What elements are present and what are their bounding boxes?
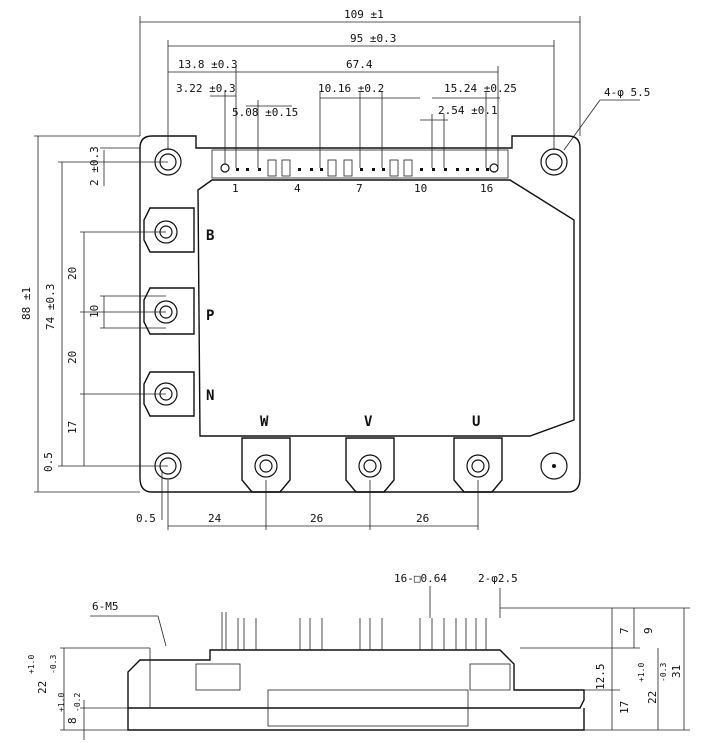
label-b: B [206, 228, 214, 244]
side-pins [221, 612, 487, 650]
label-w: W [260, 414, 269, 430]
pin-number-4: 4 [294, 182, 301, 195]
terminal-v [345, 437, 395, 493]
dim-pin1-offset: 3.22 ±0.3 [176, 82, 236, 95]
dim-pins-small: 2-φ2.5 [478, 572, 518, 585]
dim-bottom-26-b: 26 [416, 512, 429, 525]
terminal-b [143, 207, 195, 253]
control-pins [236, 168, 489, 171]
header-slot [267, 159, 277, 177]
dim-hole-pitch-vertical: 74 ±0.3 [44, 284, 57, 330]
dim-bottom-26-a: 26 [310, 512, 323, 525]
header-slot [327, 159, 337, 177]
pin-number-10: 10 [414, 182, 427, 195]
top-dimension-lines [139, 16, 640, 168]
dim-hole-to-pin1: 13.8 ±0.3 [178, 58, 238, 71]
dim-left-8: 8 [66, 717, 79, 724]
guide-pin-right [489, 163, 499, 173]
dim-bottom-24: 24 [208, 512, 222, 525]
dim-pitch-2-54: 2.54 ±0.1 [438, 104, 498, 117]
dim-left-10: 10 [88, 305, 101, 318]
dim-thread: 6-M5 [92, 600, 119, 613]
dim-mount-holes: 4-φ 5.5 [604, 86, 650, 99]
dim-top-offset: 2 ±0.3 [88, 146, 101, 186]
label-p: P [206, 308, 214, 324]
dim-left-22: 22 [36, 681, 49, 694]
dim-pitch-5-08: 5.08 ±0.15 [232, 106, 298, 119]
dim-left-8-tol-bottom: -0.2 [73, 693, 82, 712]
header-slot [343, 159, 353, 177]
label-n: N [206, 388, 214, 404]
dim-pitch-10-16: 10.16 ±0.2 [318, 82, 384, 95]
side-dimension-lines [60, 586, 690, 740]
dim-right-22-tol-bottom: -0.3 [659, 663, 668, 682]
dim-left-0-5: 0.5 [42, 452, 55, 472]
dim-overall-height: 88 ±1 [20, 287, 33, 320]
dim-left-22-tol-top: +1.0 [27, 655, 36, 674]
side-terminal-block [469, 663, 511, 691]
dim-right-17: 17 [618, 701, 631, 714]
dim-left-8-tol-top: +1.0 [57, 693, 66, 712]
terminal-u [453, 437, 503, 493]
pin-number-7: 7 [356, 182, 363, 195]
dim-pitch-15-24: 15.24 ±0.25 [444, 82, 517, 95]
dim-right-9: 9 [642, 627, 655, 634]
mounting-holes [154, 148, 568, 480]
dim-bottom-0-5: 0.5 [136, 512, 156, 525]
header-slot [403, 159, 413, 177]
dim-left-22-tol-bottom: -0.3 [49, 655, 58, 674]
dim-left-20-bottom: 20 [66, 351, 79, 364]
label-u: U [472, 414, 480, 430]
guide-pin-left [220, 163, 230, 173]
dim-left-20-top: 20 [66, 267, 79, 280]
header-slot [389, 159, 399, 177]
side-view: 6-M5 16-□0.64 2-φ2.5 22 +1.0 -0.3 8 +1.0… [27, 572, 690, 740]
dim-right-7: 7 [618, 627, 631, 634]
dim-right-12-5: 12.5 [594, 664, 607, 691]
case-top [197, 179, 575, 437]
pin-number-1: 1 [232, 182, 239, 195]
side-baseplate [127, 708, 585, 731]
dim-hole-pitch: 95 ±0.3 [350, 32, 396, 45]
terminal-p [143, 287, 195, 335]
left-dimension-lines [34, 135, 479, 530]
dim-pin-block-width: 67.4 [346, 58, 373, 71]
pin-number-16: 16 [480, 182, 493, 195]
dim-right-22: 22 [646, 691, 659, 704]
dim-right-31: 31 [670, 665, 683, 678]
dim-left-17: 17 [66, 421, 79, 434]
side-heatsink-area [267, 689, 469, 727]
header-slot [281, 159, 291, 177]
dim-pin-size: 16-□0.64 [394, 572, 447, 585]
terminal-w [241, 437, 291, 493]
label-v: V [364, 414, 373, 430]
dim-overall-width: 109 ±1 [344, 8, 384, 21]
side-terminal-block [195, 663, 241, 691]
top-view: 1 4 7 10 16 B P N [20, 8, 650, 530]
dim-right-22-tol-top: +1.0 [637, 663, 646, 682]
side-base [127, 649, 585, 709]
